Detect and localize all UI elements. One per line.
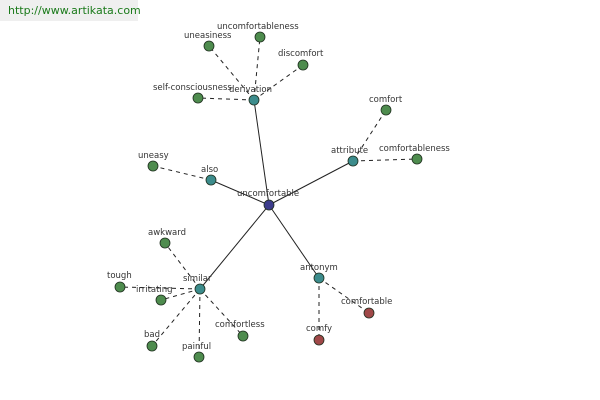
node-uneasiness[interactable]: uneasiness (184, 31, 232, 52)
node-label-painful[interactable]: painful (182, 342, 211, 352)
node-label-bad[interactable]: bad (144, 330, 160, 340)
node-discomfort[interactable]: discomfort (278, 49, 324, 71)
node-label-awkward[interactable]: awkward (148, 228, 186, 238)
node-comfortable[interactable]: comfortable (341, 297, 392, 319)
node-circle-uneasy[interactable] (147, 160, 159, 172)
node-uneasy[interactable]: uneasy (138, 151, 169, 172)
node-label-similar[interactable]: similar (183, 274, 212, 284)
node-also[interactable]: also (201, 165, 218, 186)
nodes-layer: uncomfortable derivation attribute also simi… (107, 22, 450, 363)
node-circle-painful[interactable] (193, 351, 205, 363)
node-label-comfy[interactable]: comfy (306, 324, 332, 334)
node-label-antonym[interactable]: antonym (300, 263, 338, 273)
node-label-attribute[interactable]: attribute (331, 146, 368, 156)
node-label-derivation[interactable]: derivation (229, 85, 272, 95)
node-circle-also[interactable] (205, 174, 217, 186)
node-irritating[interactable]: irritating (136, 285, 173, 306)
node-circle-comfortable[interactable] (363, 307, 375, 319)
edge-uncomfortable-similar (199, 204, 270, 290)
source-url[interactable]: http://www.artikata.com (0, 0, 141, 21)
edge-also-uneasy (152, 165, 212, 181)
node-circle-similar[interactable] (194, 283, 206, 295)
node-circle-uncomfortableness[interactable] (254, 31, 266, 43)
node-circle-comfy[interactable] (313, 334, 325, 346)
edge-derivation-self-consciousness (197, 97, 255, 101)
edge-uncomfortable-also (210, 179, 270, 206)
node-tough[interactable]: tough (107, 271, 132, 293)
node-attribute[interactable]: attribute (331, 146, 368, 167)
node-bad[interactable]: bad (144, 330, 160, 352)
edge-derivation-uneasiness (208, 45, 255, 101)
node-circle-discomfort[interactable] (297, 59, 309, 71)
node-circle-uneasiness[interactable] (203, 40, 215, 52)
node-label-tough[interactable]: tough (107, 271, 132, 281)
node-self-consciousness[interactable]: self-consciousness (153, 83, 232, 104)
node-label-uneasy[interactable]: uneasy (138, 151, 169, 161)
node-label-uncomfortable[interactable]: uncomfortable (237, 189, 299, 199)
node-label-discomfort[interactable]: discomfort (278, 49, 324, 59)
node-label-uneasiness[interactable]: uneasiness (184, 31, 232, 41)
node-circle-self-consciousness[interactable] (192, 92, 204, 104)
node-label-irritating[interactable]: irritating (136, 285, 173, 295)
node-circle-derivation[interactable] (248, 94, 260, 106)
node-label-also[interactable]: also (201, 165, 218, 175)
edge-similar-irritating (160, 288, 201, 301)
edge-uncomfortable-antonym (268, 204, 320, 279)
node-uncomfortableness[interactable]: uncomfortableness (217, 22, 299, 43)
node-awkward[interactable]: awkward (148, 228, 186, 249)
node-circle-comfortableness[interactable] (411, 153, 423, 165)
node-label-comfortableness[interactable]: comfortableness (379, 144, 450, 154)
node-circle-irritating[interactable] (155, 294, 167, 306)
node-label-self-consciousness[interactable]: self-consciousness (153, 83, 232, 93)
edge-similar-awkward (164, 242, 201, 290)
node-label-uncomfortableness[interactable]: uncomfortableness (217, 22, 299, 32)
edge-derivation-discomfort (253, 64, 304, 101)
edge-similar-comfortless (199, 288, 244, 337)
edge-attribute-comfortableness (352, 158, 418, 162)
edge-similar-tough (119, 286, 201, 290)
node-circle-uncomfortable[interactable] (263, 199, 275, 211)
node-circle-antonym[interactable] (313, 272, 325, 284)
node-antonym[interactable]: antonym (300, 263, 338, 284)
node-label-comfort[interactable]: comfort (369, 95, 403, 105)
edge-uncomfortable-attribute (268, 160, 354, 206)
node-label-comfortable[interactable]: comfortable (341, 297, 392, 307)
node-circle-attribute[interactable] (347, 155, 359, 167)
node-circle-bad[interactable] (146, 340, 158, 352)
edge-derivation-uncomfortableness (253, 36, 261, 101)
node-circle-tough[interactable] (114, 281, 126, 293)
node-uncomfortable[interactable]: uncomfortable (237, 189, 299, 211)
node-circle-comfortless[interactable] (237, 330, 249, 342)
node-derivation[interactable]: derivation (229, 85, 272, 106)
edge-attribute-comfort (352, 109, 387, 162)
node-comfort[interactable]: comfort (369, 95, 403, 116)
node-comfy[interactable]: comfy (306, 324, 332, 346)
node-comfortless[interactable]: comfortless (215, 320, 265, 342)
node-circle-comfort[interactable] (380, 104, 392, 116)
node-similar[interactable]: similar (183, 274, 212, 295)
node-circle-awkward[interactable] (159, 237, 171, 249)
edge-antonym-comfortable (318, 277, 370, 314)
edge-similar-painful (198, 288, 201, 358)
node-painful[interactable]: painful (182, 342, 211, 363)
node-comfortableness[interactable]: comfortableness (379, 144, 450, 165)
edge-uncomfortable-derivation (253, 99, 270, 206)
edges-layer (119, 36, 418, 358)
node-label-comfortless[interactable]: comfortless (215, 320, 265, 330)
